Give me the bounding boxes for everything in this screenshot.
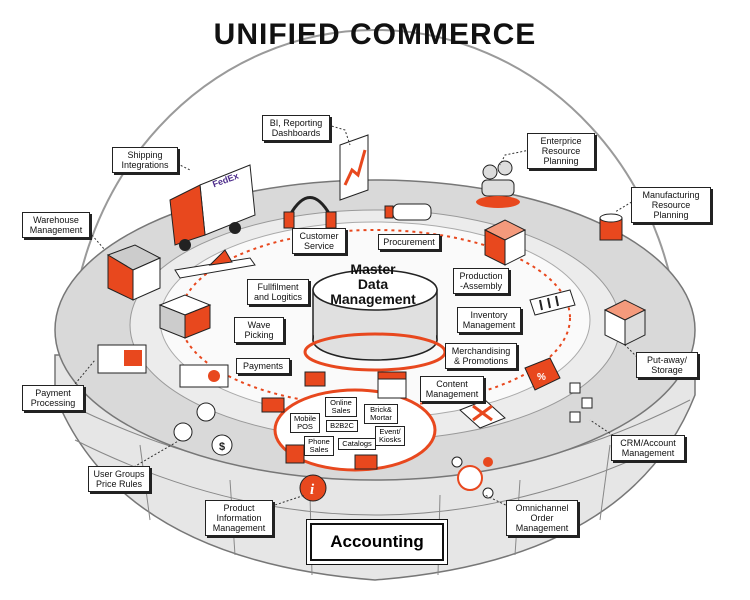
content-management-label: Content Management <box>420 376 484 402</box>
headset-icon <box>283 196 337 229</box>
payments-label: Payments <box>236 358 290 374</box>
svg-text:i: i <box>310 482 315 498</box>
procurement-label: Procurement <box>378 234 440 250</box>
warehouse-management-label: Warehouse Management <box>22 212 90 238</box>
cart-icon <box>304 371 326 387</box>
payments-icon <box>179 364 229 388</box>
channel-phone-sales: Phone Sales <box>304 436 334 456</box>
wave-picking-box-icon <box>158 294 212 339</box>
storage-boxes-icon <box>603 299 647 346</box>
channel-brick-mortar: Brick& Mortar <box>364 404 398 424</box>
channel-online-sales: Online Sales <box>325 397 357 417</box>
svg-text:$: $ <box>219 441 225 453</box>
omnichannel-label: Omnichannel Order Management <box>506 500 578 536</box>
accounting-label: Accounting <box>310 523 444 561</box>
tools-icon <box>459 399 506 429</box>
crm-label: CRM/Account Management <box>611 435 685 461</box>
wave-picking-label: Wave Picking <box>234 317 284 343</box>
box-icon <box>483 219 527 266</box>
payment-processing-label: Payment Processing <box>22 385 84 411</box>
warehouse-icon <box>106 244 162 301</box>
report-icon <box>339 134 369 201</box>
inventory-management-label: Inventory Management <box>457 307 521 333</box>
page-title: UNIFIED COMMERCE <box>213 18 537 51</box>
production-assembly-label: Production -Assembly <box>453 268 509 294</box>
mrp-label: Manufacturing Resource Planning <box>631 187 711 223</box>
user-groups-label: User Groups Price Rules <box>88 466 150 492</box>
credit-card-icon <box>97 344 147 374</box>
flow-ring <box>179 229 571 407</box>
info-icon: i <box>299 474 327 502</box>
phone-sales-icon <box>285 444 305 464</box>
percent-tag-icon: % <box>524 357 561 391</box>
omnichannel-icon <box>451 456 494 499</box>
erp-people-icon <box>476 160 520 208</box>
erp-label: Enterprice Resource Planning <box>527 133 595 169</box>
channel-b2b2c: B2B2C <box>326 420 358 432</box>
airplane-icon <box>174 249 256 279</box>
shipping-integrations-label: Shipping Integrations <box>112 147 178 173</box>
pim-label: Product Information Management <box>205 500 273 536</box>
putaway-storage-label: Put-away/ Storage <box>636 352 698 378</box>
fulfilment-label: Fullfilment and Logitics <box>247 279 309 305</box>
mrp-icon <box>599 213 623 241</box>
store-icon <box>377 371 407 399</box>
customer-service-label: Customer Service <box>292 228 346 254</box>
channel-catalogs: Catalogs <box>338 438 376 450</box>
channel-mobile-pos: Mobile POS <box>290 413 320 433</box>
channel-event-kiosks: Event/ Kiosks <box>375 426 405 446</box>
svg-text:%: % <box>537 372 546 383</box>
user-groups-icon: $ <box>173 402 233 456</box>
truck-icon <box>169 164 256 251</box>
procurement-icon <box>384 203 432 221</box>
network-icon <box>569 382 593 423</box>
bi-reporting-label: BI, Reporting Dashboards <box>262 115 330 141</box>
merchandising-label: Merchandising & Promotions <box>445 343 517 369</box>
catalog-icon <box>354 454 378 470</box>
mobile-pos-icon <box>261 397 285 413</box>
master-data-label: Master Data Management <box>330 261 416 307</box>
barcode-icon <box>529 289 576 316</box>
